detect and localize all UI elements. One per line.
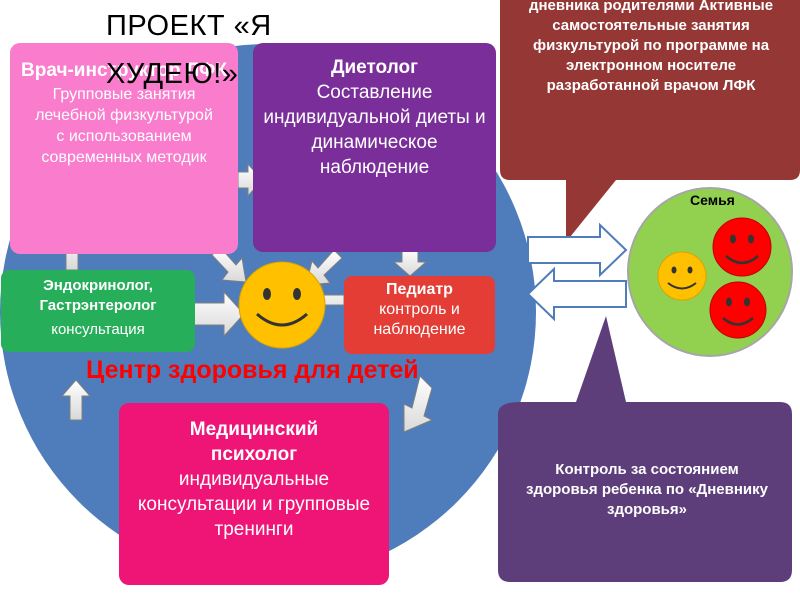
arrow-to-family bbox=[527, 222, 628, 278]
family-child-face bbox=[657, 251, 707, 301]
lfk-instructor-box: Врач-инструктор ЛФК Групповые занятия ле… bbox=[10, 43, 238, 254]
callout-bottom-text: Контроль за состоянием здоровья ребенка … bbox=[526, 461, 768, 518]
callout-bottom-shape bbox=[498, 316, 792, 582]
health-center-label: Центр здоровья для детей bbox=[86, 356, 419, 384]
callout-top-shape bbox=[500, 0, 800, 242]
dietolog-title: Диетолог bbox=[330, 57, 419, 78]
pediatrician-text: контроль и наблюдение bbox=[373, 301, 466, 338]
arrow-pediatr-to-psych bbox=[403, 375, 434, 433]
dietolog-text: Составление индивидуальной диеты и динам… bbox=[263, 82, 486, 178]
callout-top-text: дневника родителями Активные самостоятел… bbox=[528, 0, 774, 94]
child-face bbox=[238, 261, 326, 349]
endocrinologist-text: консультация bbox=[51, 321, 145, 338]
lfk-instructor-text: Групповые занятия лечебной физкультурой … bbox=[35, 86, 213, 166]
psychologist-box: Медицинский психолог индивидуальные конс… bbox=[119, 403, 389, 585]
project-title: ПРОЕКТ «Я ХУДЕЮ!» bbox=[106, 10, 272, 90]
arrow-from-family bbox=[526, 266, 627, 322]
lfk-instructor-title: Врач-инструктор ЛФК bbox=[21, 60, 227, 81]
family-label: Семья bbox=[690, 192, 735, 208]
endocrinologist-title: Эндокринолог, Гастрэнтеролог bbox=[39, 277, 157, 314]
arrow-psych-to-endo bbox=[60, 379, 92, 421]
pediatrician-title: Педиатр bbox=[386, 281, 453, 298]
dietolog-box: Диетолог Составление индивидуальной диет… bbox=[253, 43, 496, 252]
family-circle bbox=[627, 187, 793, 357]
endocrinologist-box: Эндокринолог, Гастрэнтеролог консультаци… bbox=[1, 270, 195, 352]
family-adult-face-bottom bbox=[709, 281, 767, 339]
psychologist-title: Медицинский психолог bbox=[189, 419, 319, 465]
family-adult-face-top bbox=[712, 217, 772, 277]
arrow-endo-to-child bbox=[193, 290, 245, 338]
pediatrician-box: Педиатр контроль и наблюдение bbox=[344, 276, 495, 354]
psychologist-text: индивидуальные консультации и групповые … bbox=[137, 469, 371, 540]
